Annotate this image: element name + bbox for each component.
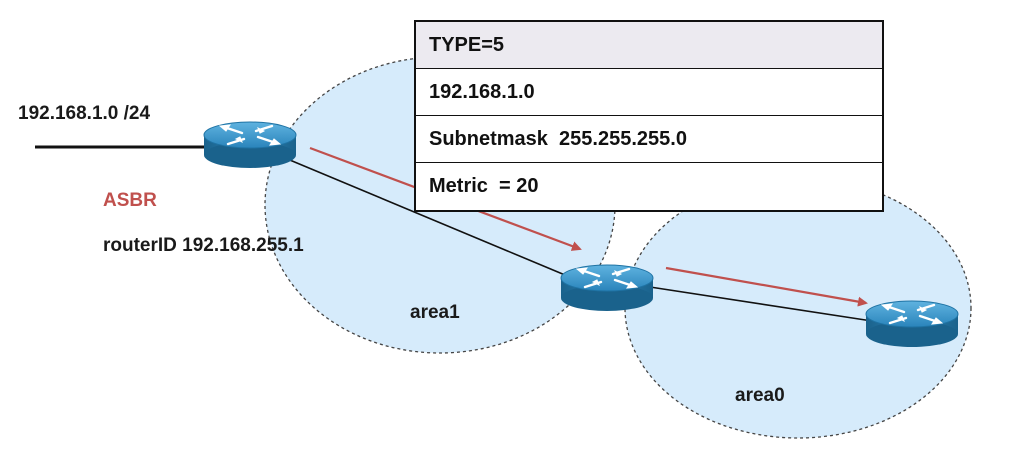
area0-label: area0 <box>735 385 785 406</box>
lsa-arrow-area0 <box>665 266 868 307</box>
lsa-subnetmask-row: Subnetmask 255.255.255.0 <box>416 116 882 163</box>
router-icon <box>202 120 298 170</box>
router-id-label: routerID 192.168.255.1 <box>103 235 304 256</box>
router-icon <box>864 299 960 349</box>
link-abr-to-router <box>649 286 873 322</box>
asbr-label: ASBR <box>103 190 157 211</box>
area0-region <box>624 177 972 439</box>
router-icon <box>559 263 655 313</box>
lsa-metric-row: Metric = 20 <box>429 175 539 197</box>
lsa-network-row: 192.168.1.0 <box>416 69 882 116</box>
external-network-label: 192.168.1.0 /24 <box>18 103 151 124</box>
area1-label: area1 <box>410 302 460 323</box>
link-asbr-to-abr <box>284 157 566 276</box>
lsa-type5-box: TYPE=5 192.168.1.0 Subnetmask 255.255.25… <box>414 20 884 212</box>
lsa-type-row: TYPE=5 <box>416 22 882 69</box>
